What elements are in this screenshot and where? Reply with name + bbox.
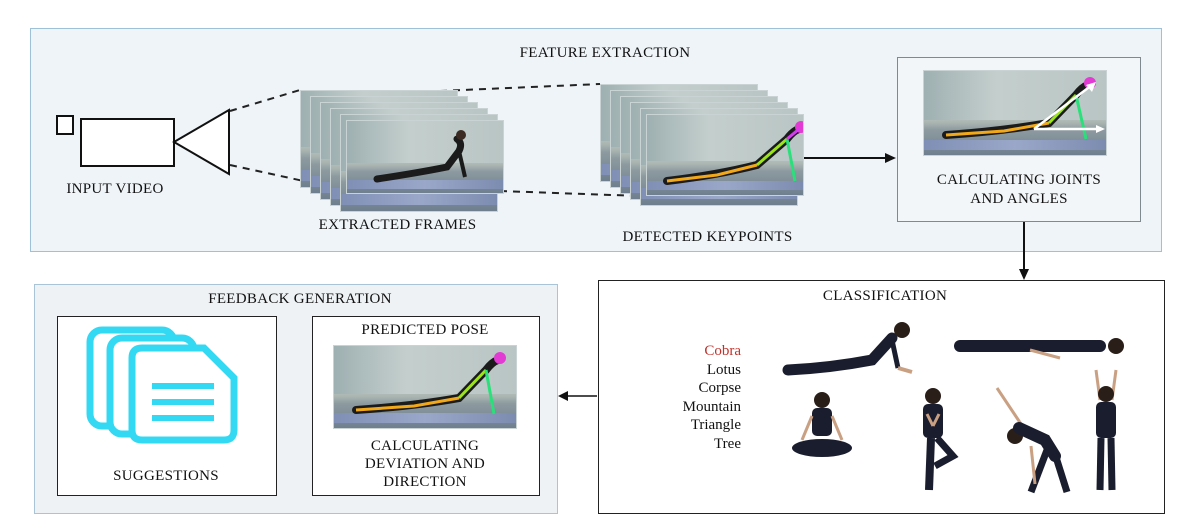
class-item-tree: Tree — [714, 435, 741, 452]
calc-joints-line1: CALCULATING JOINTS — [936, 172, 1102, 188]
class-item-lotus: Lotus — [706, 361, 741, 378]
calc-deviation-line1: CALCULATING — [370, 438, 480, 454]
class-item-corpse: Corpse — [698, 380, 742, 396]
detected-keypoints-label: DETECTED KEYPOINTS — [622, 229, 793, 245]
pose-class-list: Cobra Lotus Corpse Mountain Triangle Tre… — [648, 342, 741, 453]
class-item-triangle: Triangle — [690, 417, 741, 433]
triangle-pose-figure — [995, 387, 1071, 494]
feature-extraction-title: FEATURE EXTRACTION — [519, 45, 691, 61]
video-camera-icon — [56, 108, 230, 176]
classification-box — [598, 280, 1165, 514]
mountain-pose-figure — [1094, 369, 1118, 491]
predicted-pose-image — [333, 345, 517, 429]
cobra-pose-figure — [782, 322, 913, 376]
keypoint-skeleton — [663, 121, 803, 185]
predicted-pose-label: PREDICTED POSE — [361, 322, 489, 338]
suggestions-label: SUGGESTIONS — [113, 468, 219, 484]
joints-angles-image — [923, 70, 1107, 156]
classification-title: CLASSIFICATION — [822, 288, 948, 304]
lotus-pose-figure — [792, 392, 852, 457]
corpse-pose-figure — [954, 338, 1124, 360]
tree-pose-figure — [923, 388, 959, 491]
calc-deviation-line3: DIRECTION — [383, 474, 467, 490]
feedback-generation-title: FEEDBACK GENERATION — [208, 291, 392, 307]
document-stack-icon — [86, 326, 238, 444]
input-video-label: INPUT VIDEO — [66, 181, 164, 197]
class-item-mountain: Mountain — [682, 398, 741, 415]
calc-deviation-line2: DEVIATION AND — [364, 456, 486, 472]
extracted-frames-label: EXTRACTED FRAMES — [318, 217, 477, 233]
calc-joints-line2: AND ANGLES — [970, 191, 1068, 207]
class-item-cobra: Cobra — [704, 343, 741, 359]
cobra-person-figure — [373, 130, 467, 183]
